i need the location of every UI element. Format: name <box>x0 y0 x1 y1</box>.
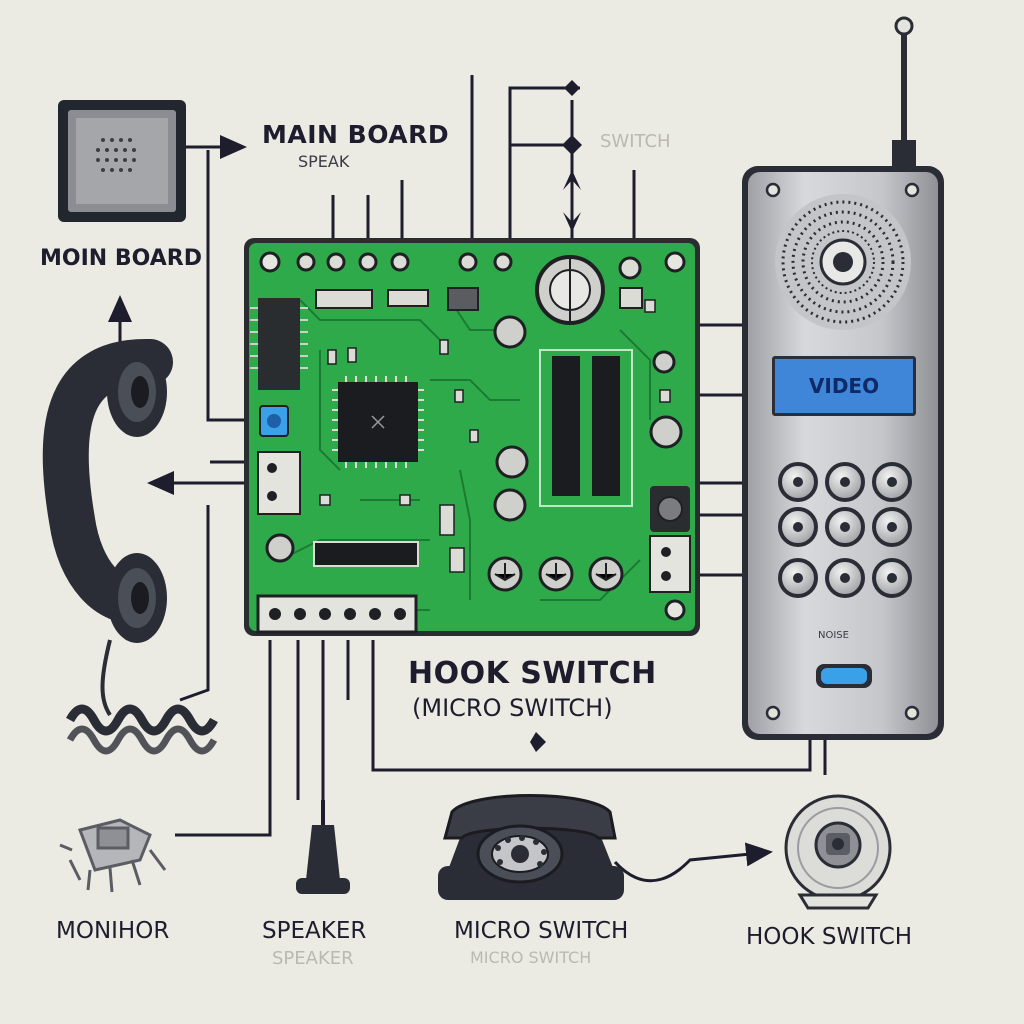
handset-display: VIDEO <box>772 356 916 416</box>
handset-display-text: VIDEO <box>808 374 880 398</box>
label-hook-switch-center: HOOK SWITCH <box>408 656 657 691</box>
lead-arrows <box>530 80 582 752</box>
label-speaker-faded: SPEAKER <box>272 948 354 969</box>
speaker-cone-icon <box>296 800 350 894</box>
main-board-pcb <box>244 238 700 636</box>
handset-icon <box>42 339 218 755</box>
label-moin-board: MOIN BOARD <box>40 246 202 271</box>
rotary-phone-icon <box>438 794 624 900</box>
label-switch-top: SWITCH <box>600 131 671 152</box>
label-hook-switch-bottom: HOOK SWITCH <box>746 924 913 950</box>
intercom-handset <box>742 16 944 740</box>
label-micro-switch-center: (MICRO SWITCH) <box>412 694 613 722</box>
label-micro-switch-faded: MICRO SWITCH <box>470 948 592 967</box>
label-speaker: SPEAKER <box>262 918 367 944</box>
label-handset-small: NOISE <box>818 630 849 641</box>
label-micro-switch-bottom: MICRO SWITCH <box>454 918 629 944</box>
speaker-box-module <box>58 100 186 222</box>
label-monitor: MONIHOR <box>56 918 170 944</box>
label-main-board-top: MAIN BOARD <box>262 120 450 149</box>
camera-module-icon <box>59 818 167 893</box>
speaker-grill-icon <box>775 194 911 330</box>
label-speak: SPEAK <box>298 152 350 171</box>
hook-switch-icon <box>784 794 892 910</box>
